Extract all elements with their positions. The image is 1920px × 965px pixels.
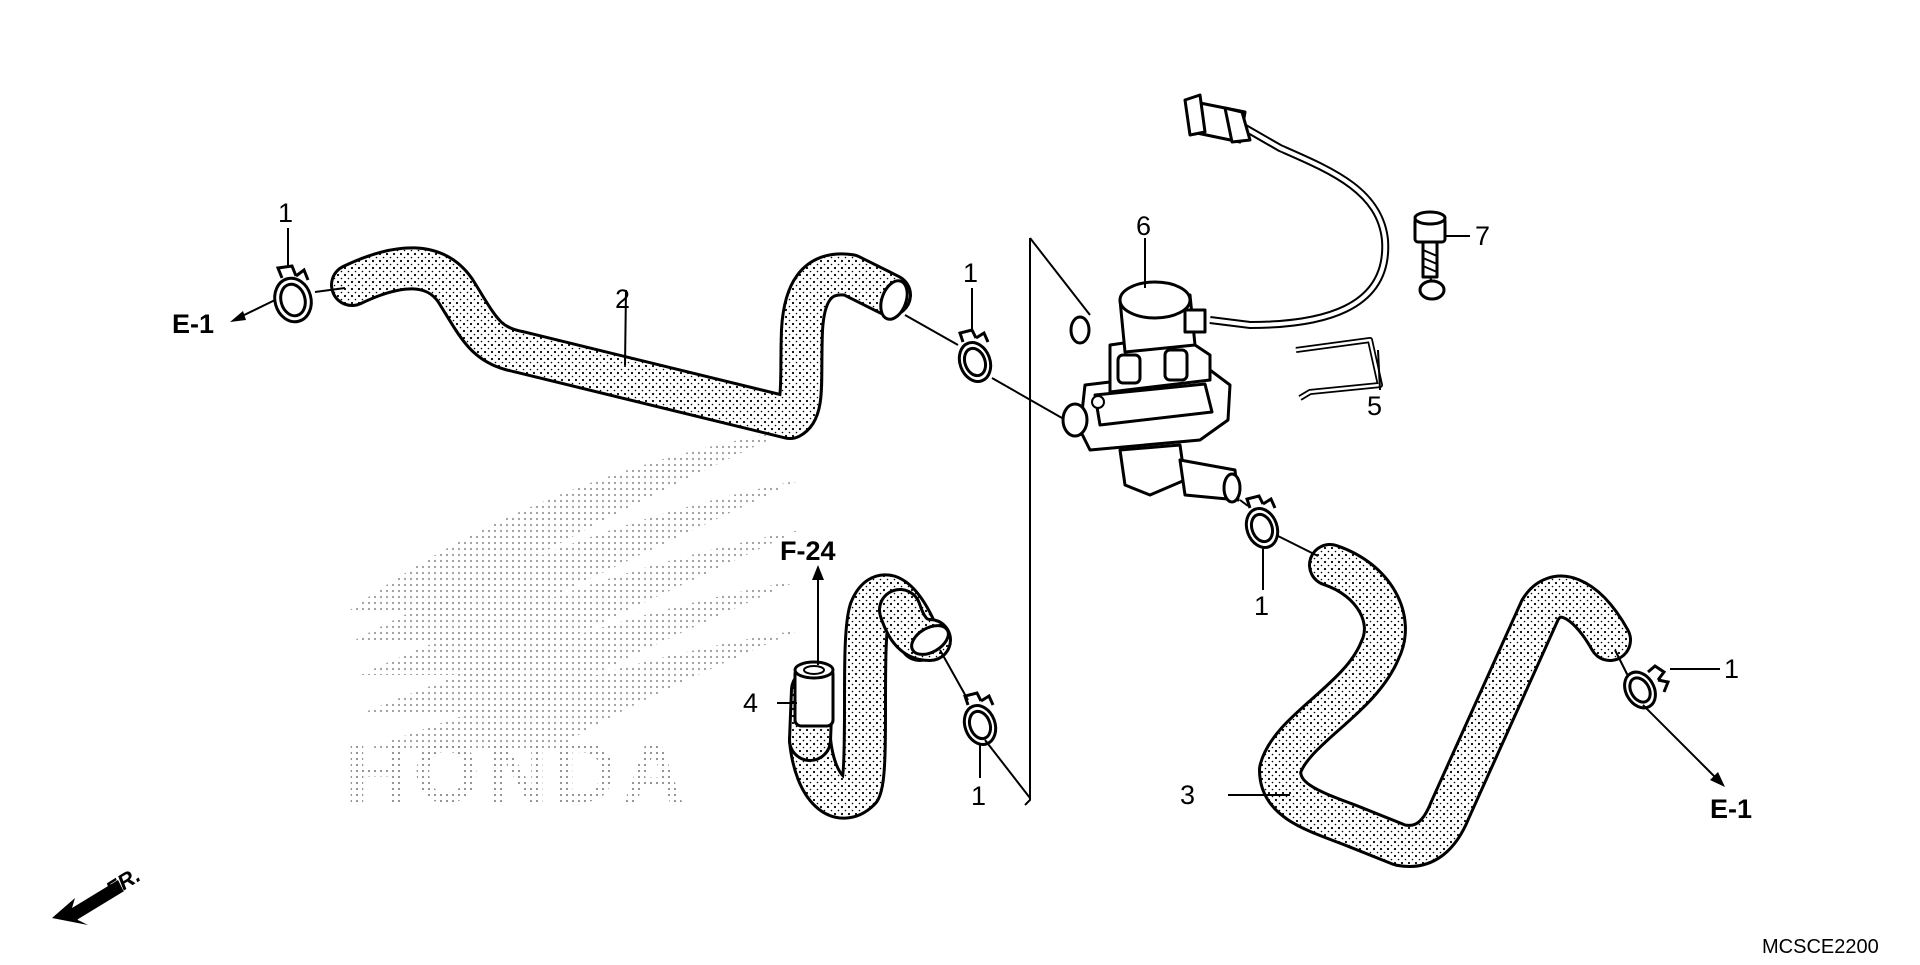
callout-clamp-top-left: 1	[278, 198, 293, 228]
bolt	[1413, 210, 1447, 279]
valve-wire-harness	[1183, 93, 1390, 330]
callout-hose-lower-right: 3	[1180, 780, 1195, 810]
honda-watermark-text: HONDA	[345, 725, 690, 821]
callout-stay: 5	[1367, 391, 1382, 421]
clamp-lower-mid	[962, 691, 998, 746]
callout-clamp-top-mid: 1	[963, 258, 978, 288]
hose-lower-right	[1258, 543, 1632, 868]
cap	[793, 660, 835, 728]
callout-clamp-lower-mid: 1	[971, 781, 986, 811]
group-bracket-line	[1024, 238, 1031, 806]
callout-clamp-right: 1	[1724, 654, 1739, 684]
callout-valve: 6	[1136, 211, 1151, 241]
diagram-code: MCSCE2200	[1762, 936, 1879, 958]
clamp-right	[1623, 664, 1671, 710]
ref-e1-right: E-1	[1710, 794, 1752, 824]
callout-cap: 4	[743, 688, 758, 718]
ref-e1-left: E-1	[172, 309, 214, 339]
arrow-to-e1-right	[1642, 704, 1725, 787]
ref-f24: F-24	[780, 536, 836, 566]
pair-solenoid-valve	[1061, 280, 1242, 504]
front-direction-arrow-icon	[52, 880, 125, 925]
callout-bolt: 7	[1475, 221, 1490, 251]
honda-wing-logo	[350, 430, 800, 748]
arrow-to-e1-left	[230, 299, 276, 322]
arrow-to-f24	[812, 565, 824, 665]
callout-clamp-valve-outlet: 1	[1254, 591, 1269, 621]
clamp-valve-outlet	[1244, 494, 1280, 549]
clamp-top-mid	[957, 328, 993, 383]
clamp-top-left	[273, 264, 313, 324]
hose-upper	[330, 246, 912, 440]
callout-hose-upper: 2	[615, 284, 630, 314]
